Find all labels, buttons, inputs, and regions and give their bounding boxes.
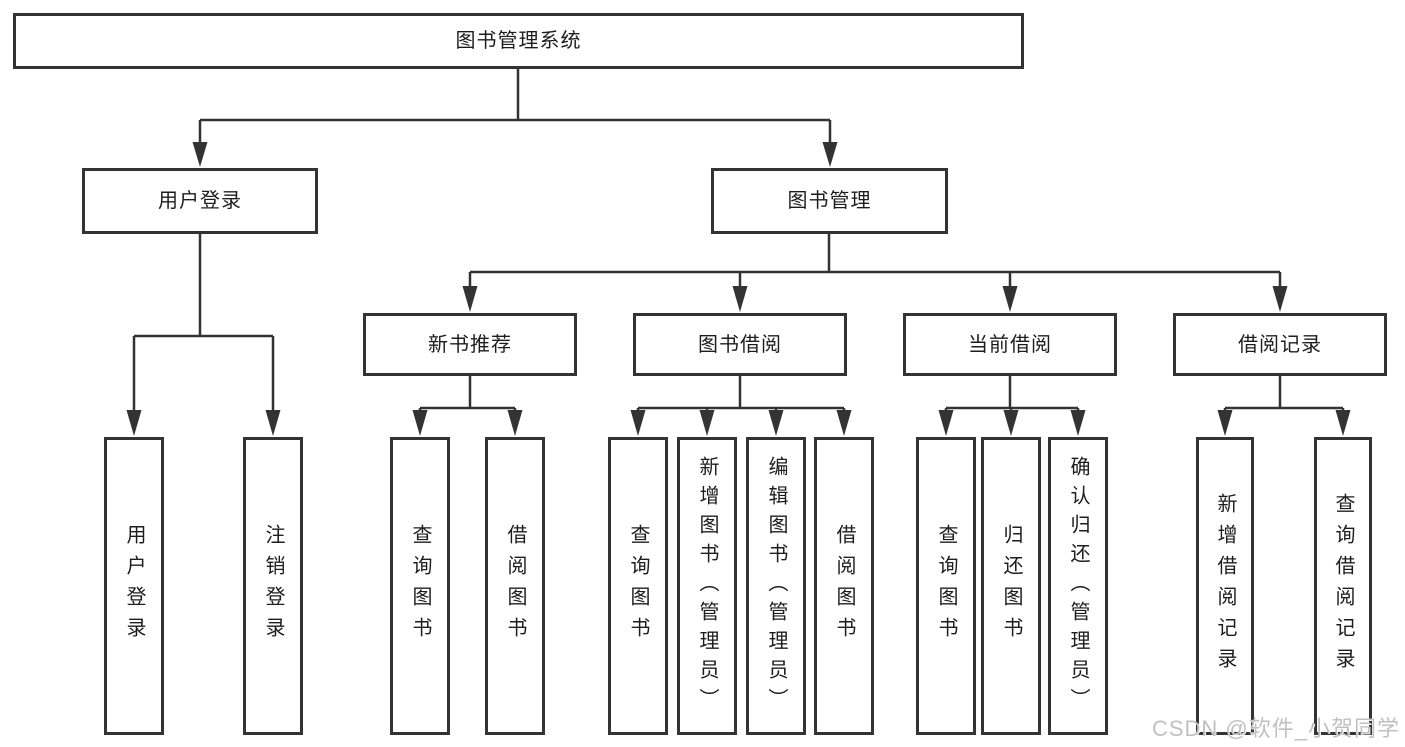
leaf-add-borrow-record: 新增借阅记录 [1196,437,1254,735]
leaf-borrow-books-recommend: 借阅图书 [485,437,545,735]
leaf-logout-login: 注销登录 [243,437,303,735]
node-book-management: 图书管理 [711,168,948,234]
leaf-return-books-label: 归还图书 [1000,524,1022,648]
leaf-borrow-books-borrow-label: 借阅图书 [833,524,855,648]
node-root-label: 图书管理系统 [455,30,582,52]
arrowhead [412,410,428,436]
leaf-confirm-return-admin: 确认归还（管理员） [1048,437,1108,735]
node-new-book-recommend: 新书推荐 [363,313,577,376]
connector-book-management [468,234,1282,288]
connector-new-book-recommend [418,376,517,412]
connector-current-borrow [944,376,1080,412]
arrowhead [1272,286,1288,312]
node-root: 图书管理系统 [13,13,1024,69]
leaf-confirm-return-admin-label: 确认归还（管理员） [1067,455,1089,717]
arrowhead [462,286,478,312]
arrowhead [192,142,208,167]
arrowhead [1003,410,1019,436]
node-borrow-records: 借阅记录 [1173,313,1387,376]
leaf-add-borrow-record-label: 新增借阅记录 [1214,493,1236,679]
csdn-watermark: CSDN @软件_小贺同学 [1151,716,1400,741]
leaf-user-login: 用户登录 [104,437,164,735]
node-current-borrow: 当前借阅 [903,313,1117,376]
leaf-user-login-label: 用户登录 [123,524,145,648]
arrowhead [938,410,954,436]
node-book-management-label: 图书管理 [787,190,872,212]
leaf-query-books-current: 查询图书 [916,437,976,735]
arrowhead [1335,410,1351,436]
leaf-return-books: 归还图书 [981,437,1041,735]
leaf-query-borrow-record-label: 查询借阅记录 [1332,493,1354,679]
arrowhead [126,410,142,436]
arrowhead [822,142,838,167]
arrowhead [1002,286,1018,312]
arrowhead [1217,410,1233,436]
node-user-login-label: 用户登录 [158,190,242,212]
node-book-borrow-label: 图书借阅 [698,333,782,356]
node-current-borrow-label: 当前借阅 [968,333,1052,356]
arrowhead [630,410,646,436]
leaf-query-books-borrow-label: 查询图书 [627,524,649,648]
arrowhead [507,410,523,436]
leaf-borrow-books-borrow: 借阅图书 [814,437,874,735]
node-borrow-records-label: 借阅记录 [1238,333,1322,356]
leaf-add-books-admin-label: 新增图书（管理员） [696,455,718,717]
leaf-borrow-books-recommend-label: 借阅图书 [504,524,526,648]
leaf-edit-books-admin: 编辑图书（管理员） [746,437,806,735]
leaf-query-borrow-record: 查询借阅记录 [1314,437,1372,735]
node-book-borrow: 图书借阅 [633,313,847,376]
node-new-book-recommend-label: 新书推荐 [428,333,512,356]
connector-root [198,69,832,144]
leaf-query-books-current-label: 查询图书 [935,524,957,648]
leaf-query-books-recommend: 查询图书 [390,437,450,735]
arrowhead [265,410,281,436]
arrowhead [836,410,852,436]
connector-user-login [132,234,275,412]
arrowhead [768,410,784,436]
arrowhead [1070,410,1086,436]
arrowhead [732,286,748,312]
leaf-add-books-admin: 新增图书（管理员） [677,437,737,735]
leaf-query-books-borrow: 查询图书 [608,437,668,735]
node-user-login: 用户登录 [82,168,318,234]
connector-book-borrow [636,376,846,412]
leaf-edit-books-admin-label: 编辑图书（管理员） [765,455,787,717]
connector-borrow-records [1223,376,1345,412]
arrowhead [699,410,715,436]
leaf-query-books-recommend-label: 查询图书 [409,524,431,648]
leaf-logout-login-label: 注销登录 [262,524,284,648]
